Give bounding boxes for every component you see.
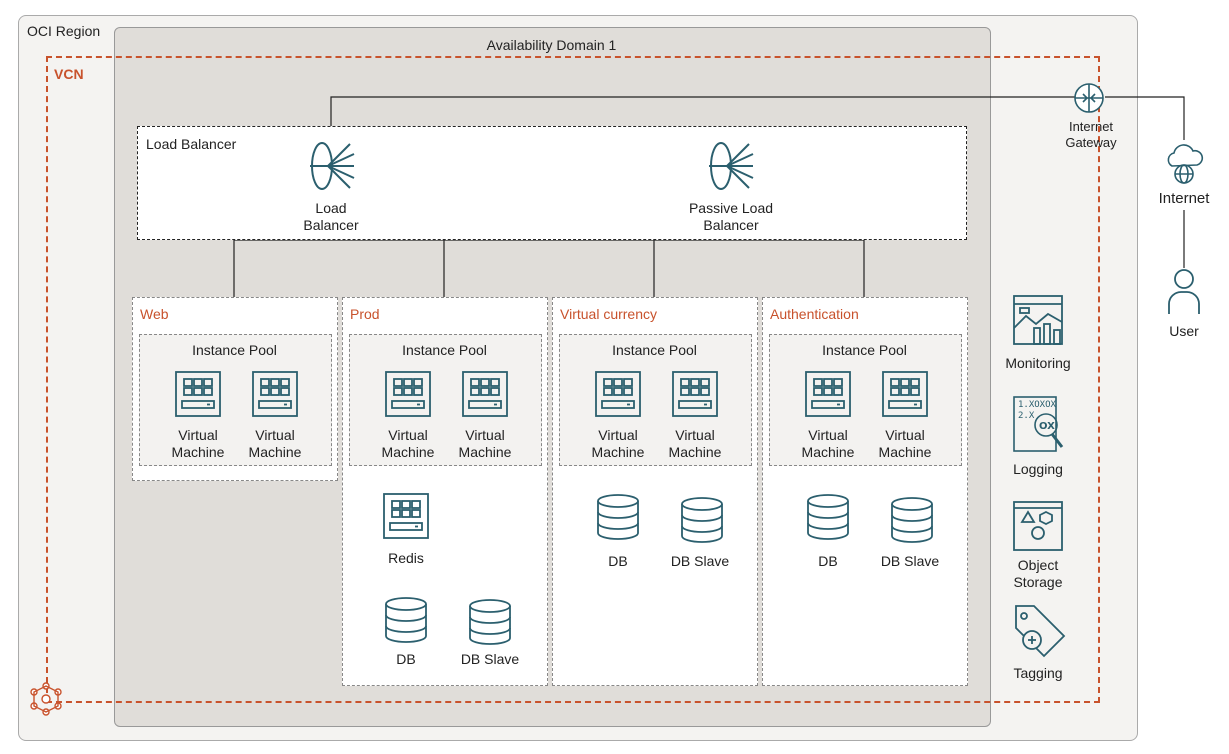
instance-pool-label: Instance Pool [402, 342, 487, 358]
passive-load-balancer-label: Passive Load Balancer [688, 200, 774, 233]
virtual-machine-label: Virtual Machine [668, 427, 722, 460]
load-balancer-group-label: Load Balancer [146, 136, 237, 152]
db-slave-label: DB Slave [460, 651, 520, 667]
region-label: OCI Region [27, 23, 101, 39]
virtual-machine-icon [461, 370, 509, 418]
object-storage-icon [1013, 501, 1063, 551]
instance-pool-web [139, 334, 332, 466]
svg-text:1.XOXOX: 1.XOXOX [1018, 400, 1057, 410]
virtual-machine-label: Virtual Machine [381, 427, 435, 460]
internet-label: Internet [1158, 190, 1210, 207]
subnet-virtual-currency-label: Virtual currency [560, 306, 658, 322]
internet-cloud-icon [1167, 144, 1204, 184]
virtual-machine-icon [251, 370, 299, 418]
monitoring-label: Monitoring [1005, 355, 1071, 371]
virtual-machine-label: Virtual Machine [458, 427, 512, 460]
virtual-machine-label: Virtual Machine [801, 427, 855, 460]
database-icon [384, 596, 428, 644]
instance-pool-virtual-currency [559, 334, 752, 466]
db-slave-label: DB Slave [670, 553, 730, 569]
tagging-label: Tagging [1013, 665, 1063, 681]
svg-text:OX: OX [1039, 421, 1055, 432]
database-slave-icon [468, 598, 512, 646]
user-icon [1168, 269, 1200, 314]
availability-domain-label: Availability Domain 1 [486, 37, 617, 53]
virtual-machine-icon [594, 370, 642, 418]
load-balancer-label: Load Balancer [303, 200, 359, 233]
database-slave-icon [890, 496, 934, 544]
redis-icon [382, 490, 430, 542]
internet-gateway-icon [1074, 83, 1104, 113]
svg-text:2.X: 2.X [1018, 411, 1035, 421]
internet-gateway-label: Internet Gateway [1065, 119, 1117, 150]
vcn-icon [30, 682, 62, 716]
instance-pool-label: Instance Pool [612, 342, 697, 358]
subnet-web-label: Web [140, 306, 169, 322]
virtual-machine-icon [384, 370, 432, 418]
instance-pool-prod [349, 334, 542, 466]
load-balancer-icon [310, 142, 355, 190]
virtual-machine-label: Virtual Machine [591, 427, 645, 460]
virtual-machine-icon [671, 370, 719, 418]
vcn-label: VCN [54, 66, 84, 82]
instance-pool-label: Instance Pool [192, 342, 277, 358]
tagging-icon [1015, 605, 1066, 658]
db-label: DB [818, 553, 838, 569]
vcn-boundary [46, 56, 1100, 703]
load-balancer-group [137, 126, 967, 240]
database-slave-icon [680, 496, 724, 544]
object-storage-label: Object Storage [1013, 557, 1063, 590]
virtual-machine-icon [804, 370, 852, 418]
logging-icon: 1.XOXOX 2.X OX [1013, 396, 1064, 452]
virtual-machine-label: Virtual Machine [878, 427, 932, 460]
logging-label: Logging [1013, 461, 1063, 477]
instance-pool-authentication [769, 334, 962, 466]
redis-label: Redis [388, 550, 424, 566]
virtual-machine-icon [174, 370, 222, 418]
virtual-machine-label: Virtual Machine [171, 427, 225, 460]
passive-load-balancer-icon [709, 142, 754, 190]
virtual-machine-icon [881, 370, 929, 418]
subnet-authentication-label: Authentication [770, 306, 859, 322]
database-icon [596, 493, 640, 541]
db-label: DB [396, 651, 416, 667]
db-label: DB [608, 553, 628, 569]
virtual-machine-label: Virtual Machine [248, 427, 302, 460]
monitoring-icon [1013, 295, 1063, 345]
db-slave-label: DB Slave [880, 553, 940, 569]
instance-pool-label: Instance Pool [822, 342, 907, 358]
subnet-prod-label: Prod [350, 306, 380, 322]
database-icon [806, 493, 850, 541]
user-label: User [1169, 323, 1199, 339]
